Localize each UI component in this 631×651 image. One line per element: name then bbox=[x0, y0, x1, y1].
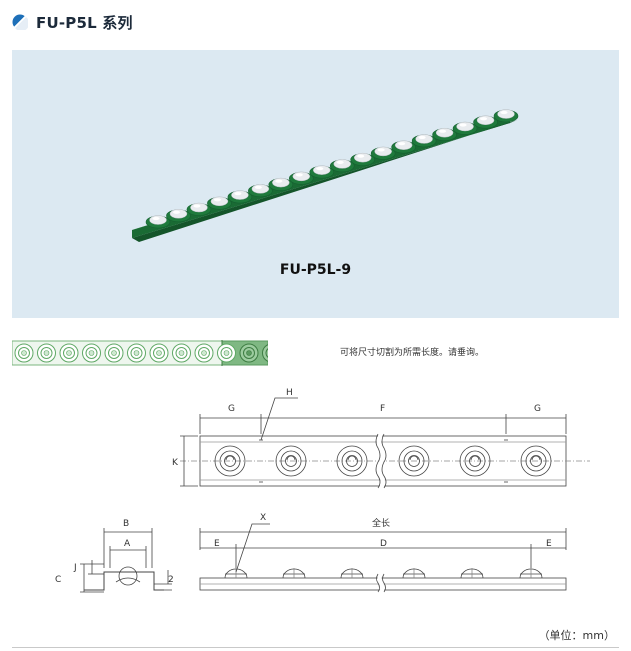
dim-b: B bbox=[123, 519, 129, 529]
ball-unit bbox=[336, 445, 368, 477]
ball-unit bbox=[268, 177, 294, 191]
page-title: FU-P5L 系列 bbox=[36, 13, 133, 32]
ball-unit bbox=[217, 343, 236, 363]
ball-unit bbox=[288, 171, 314, 185]
ball-unit bbox=[391, 140, 416, 154]
ball-unit bbox=[402, 568, 426, 579]
title-row: FU-P5L 系列 bbox=[12, 10, 133, 34]
ball-unit bbox=[59, 343, 79, 363]
cut-to-length-note: 可将尺寸切割为所需长度。请垂询。 bbox=[340, 348, 485, 358]
ball-unit bbox=[329, 159, 355, 173]
ball-unit bbox=[411, 134, 437, 148]
dim-g-right: G bbox=[534, 404, 541, 414]
dim-c: C bbox=[55, 575, 61, 585]
dim-j: J bbox=[73, 563, 77, 573]
ball-unit bbox=[340, 568, 364, 579]
bottom-divider bbox=[12, 647, 619, 648]
ball-unit bbox=[460, 568, 484, 579]
ball-unit bbox=[309, 165, 335, 179]
dim-e-left: E bbox=[214, 539, 220, 549]
ball-unit bbox=[452, 121, 478, 135]
dim-total-length: 全长 bbox=[372, 517, 390, 529]
dim-g-left: G bbox=[228, 404, 235, 414]
technical-drawings: G H F G K B A C J 2 全长 X E D E bbox=[55, 388, 590, 594]
ball-unit bbox=[37, 343, 56, 363]
unit-note: （单位：mm） bbox=[538, 629, 615, 642]
ball-unit bbox=[398, 445, 430, 477]
ball-unit bbox=[186, 202, 212, 216]
dim-2: 2 bbox=[168, 575, 174, 585]
dim-a: A bbox=[124, 539, 131, 549]
dim-x: X bbox=[260, 513, 266, 523]
product-photo-panel: FU-P5L-9 bbox=[12, 50, 619, 318]
cut-ball-unit bbox=[239, 343, 259, 363]
ball-unit bbox=[275, 445, 307, 477]
ball-unit bbox=[214, 445, 246, 477]
ball-unit bbox=[145, 215, 171, 229]
top-view-drawing bbox=[180, 397, 590, 490]
ball-unit bbox=[127, 343, 146, 363]
section-view-drawing bbox=[80, 528, 172, 593]
diagonal-circle-icon bbox=[12, 14, 28, 30]
dim-h: H bbox=[286, 388, 293, 398]
cut-ball-unit bbox=[262, 344, 268, 362]
ball-unit bbox=[432, 127, 457, 142]
ball-unit bbox=[224, 568, 248, 579]
ball-unit bbox=[493, 109, 519, 123]
ball-unit bbox=[519, 568, 543, 579]
ball-unit bbox=[82, 343, 101, 363]
ball-unit bbox=[350, 152, 376, 166]
ball-unit bbox=[149, 343, 169, 363]
ball-transfer-rail-image bbox=[132, 109, 519, 242]
ball-unit bbox=[194, 343, 214, 363]
dim-e-right: E bbox=[546, 539, 552, 549]
dim-f: F bbox=[380, 404, 385, 414]
model-label: FU-P5L-9 bbox=[279, 262, 352, 278]
side-view-drawing bbox=[199, 523, 567, 594]
rail-strip-diagram bbox=[12, 340, 268, 366]
ball-unit bbox=[473, 115, 498, 129]
ball-unit bbox=[370, 146, 396, 160]
ball-unit bbox=[282, 568, 306, 579]
ball-unit bbox=[248, 184, 273, 198]
ball-unit bbox=[14, 343, 34, 363]
ball-unit bbox=[166, 209, 191, 223]
ball-unit bbox=[459, 445, 491, 477]
ball-unit bbox=[207, 196, 232, 210]
ball-unit bbox=[227, 190, 253, 204]
dim-k: K bbox=[172, 458, 179, 468]
ball-unit bbox=[104, 343, 124, 363]
ball-unit bbox=[520, 445, 552, 477]
ball-unit bbox=[172, 343, 191, 363]
dim-d: D bbox=[380, 539, 387, 549]
